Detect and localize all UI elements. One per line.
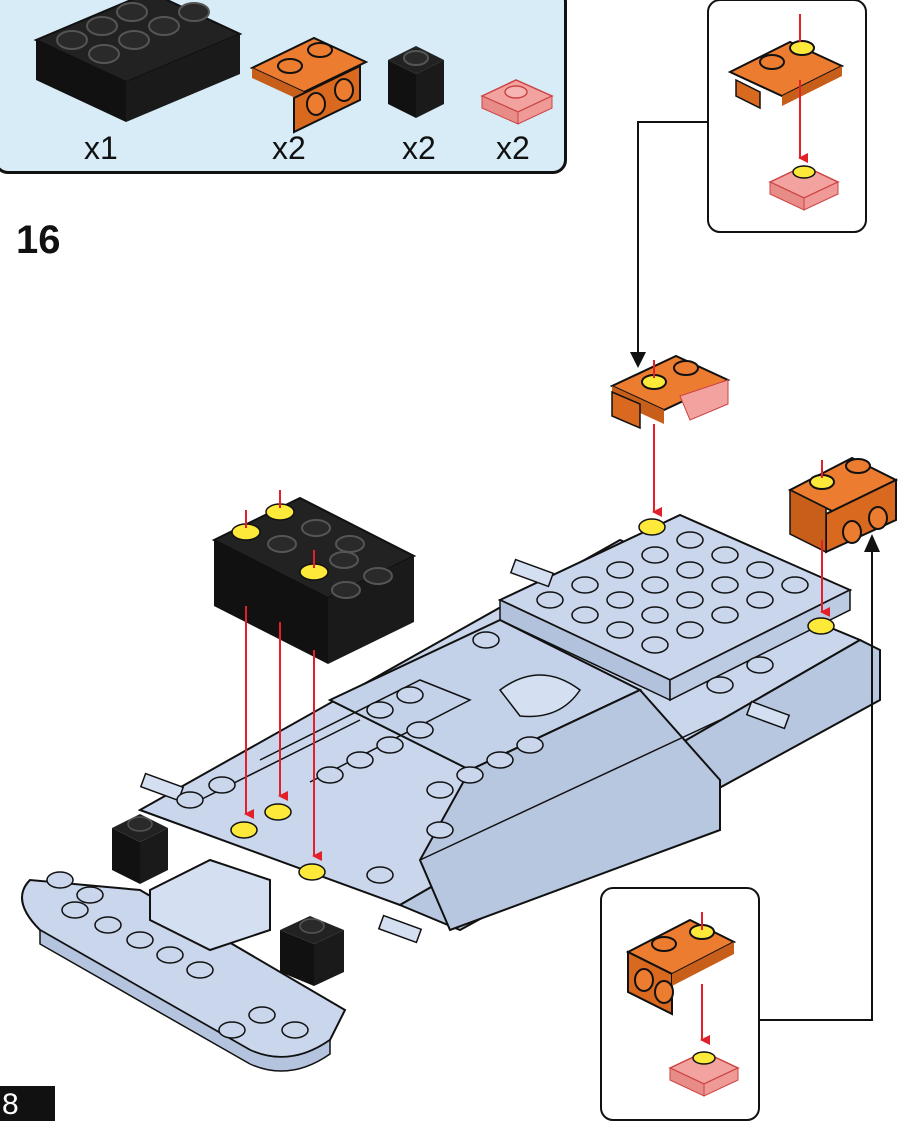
arrows-black-brick <box>244 490 322 861</box>
callout-top-bracket <box>727 40 845 110</box>
step-number: 16 <box>16 218 61 262</box>
callout-bottom-plate <box>668 1051 740 1097</box>
installed-black-1x1-left <box>112 814 168 884</box>
callout-top-plate <box>768 165 840 211</box>
page-number: 8 <box>0 1086 55 1121</box>
qty-black-brick-2x4: x1 <box>84 130 118 166</box>
part-orange-bracket <box>249 36 369 134</box>
qty-black-brick-1x1: x2 <box>402 130 436 166</box>
installed-black-1x1-front <box>280 916 344 986</box>
qty-orange-bracket: x2 <box>272 130 306 166</box>
floating-black-brick-2x4 <box>211 496 417 664</box>
part-black-brick-2x4 <box>33 0 243 122</box>
callout-bottom-bracket <box>625 918 737 1016</box>
chassis-assembly <box>21 513 881 1072</box>
floating-orange-bracket-right <box>787 456 899 554</box>
connector-line-top <box>637 121 708 356</box>
part-black-brick-1x1 <box>388 46 444 118</box>
connector-line-bottom <box>760 546 873 1021</box>
qty-trans-red-plate: x2 <box>496 130 530 166</box>
part-trans-red-plate <box>480 79 554 125</box>
floating-orange-bracket-top <box>609 354 731 430</box>
